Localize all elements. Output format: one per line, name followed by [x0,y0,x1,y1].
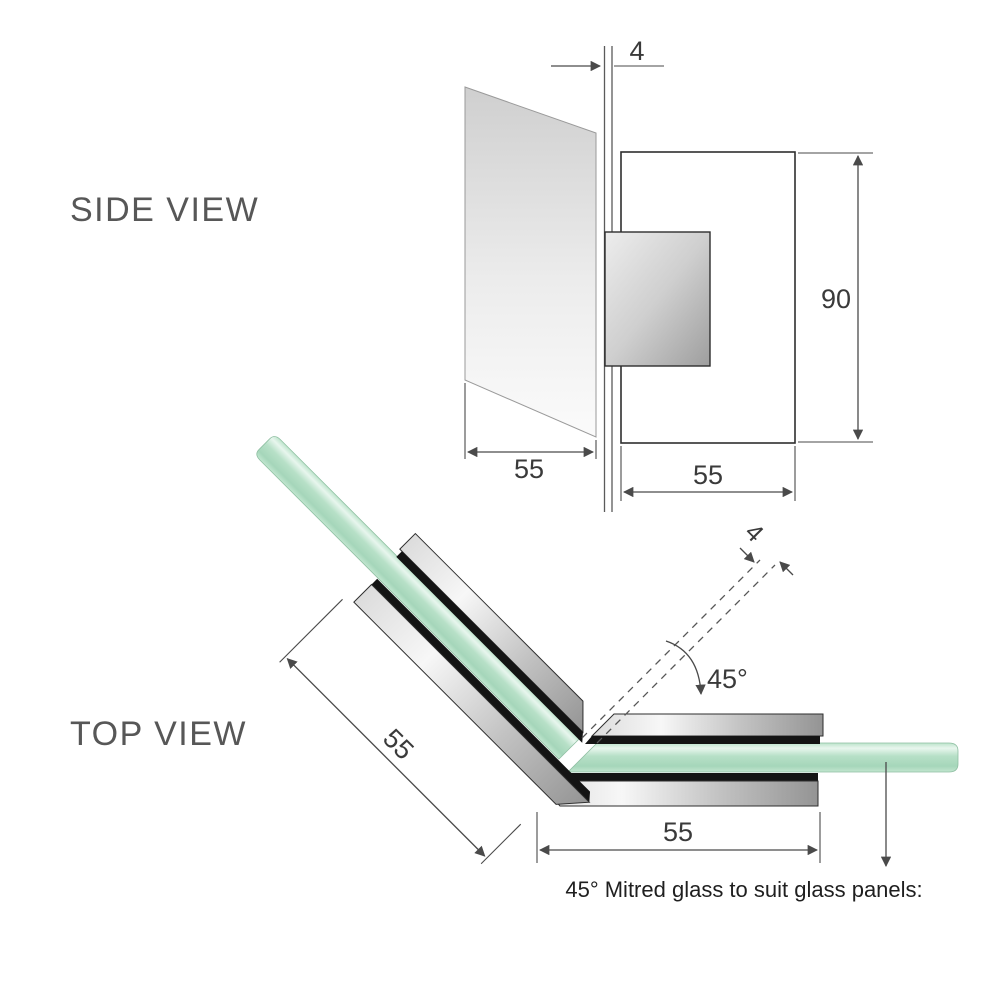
gasket-strip-bottom-horizontal [538,773,818,781]
dimension-value: 4 [739,518,769,548]
dimension-value: 55 [514,454,544,484]
hinge-plate-top-horizontal [590,713,824,737]
gasket-strip-top-horizontal [585,736,820,744]
dimension-arrow-line [739,547,755,563]
dimension-value: 4 [629,36,644,66]
mitre-note: 45° Mitred glass to suit glass panels: [565,877,922,902]
side-view-label: SIDE VIEW [70,191,259,229]
dimension-plate-width: 55 [620,446,796,501]
dimension-value: 55 [377,723,419,765]
dimension-glass-width: 55 [464,383,597,484]
dimension-mitre-angle: 45° [665,640,748,696]
dimension-glass-thickness: 4 [551,36,664,72]
dimension-arrow-line [779,561,794,576]
glass-panel-diagonal [256,436,580,760]
dimension-value: 90 [821,284,851,314]
extension-line [480,823,522,865]
mitre-gap-dashed-line [596,564,776,744]
dimension-bottom-plate: 55 [536,812,821,863]
top-view: TOP VIEW 55 [70,436,959,902]
dimension-value: 55 [663,817,693,847]
dimension-value: 45° [707,664,748,694]
hinge-clamp-block [604,231,711,367]
top-view-label: TOP VIEW [70,715,247,753]
gasket-strip-upper-diagonal [396,551,583,743]
side-view: SIDE VIEW 4 90 55 [70,36,873,512]
dimension-value: 55 [693,460,723,490]
dimension-arrow-line [286,657,486,857]
dimension-mitre-gap: 4 [739,518,794,576]
diagonal-assembly: 55 [256,436,591,865]
mitre-gap-dashed-line [581,559,761,739]
glass-pane-perspective [464,86,597,438]
angle-arc-arrow [665,640,706,696]
glass-panel-horizontal [567,742,959,773]
extension-line [279,598,343,663]
dimension-plate-height: 90 [798,152,873,443]
